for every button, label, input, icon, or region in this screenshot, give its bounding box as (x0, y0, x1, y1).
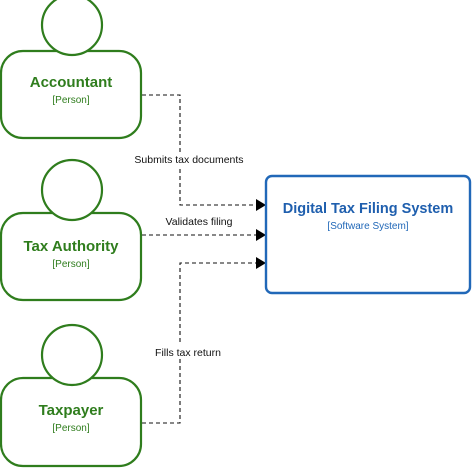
person-name: Taxpayer (39, 402, 104, 419)
edge-taxpayer-system (142, 257, 266, 424)
edge-label-validates: Validates filing (166, 216, 233, 228)
person-tax-authority[interactable]: Tax Authority [Person] (0, 158, 143, 302)
person-accountant[interactable]: Accountant [Person] (0, 0, 143, 140)
system-type: [Software System] (327, 221, 408, 232)
person-body (0, 376, 143, 468)
person-body (0, 211, 143, 302)
person-name: Tax Authority (23, 238, 119, 255)
arrowhead-taxpayer (256, 257, 266, 269)
person-taxpayer[interactable]: Taxpayer [Person] (0, 323, 143, 468)
edge-accountant-system (142, 94, 266, 211)
system-box (264, 174, 472, 295)
edge-label-fills: Fills tax return (155, 347, 221, 359)
system-name: Digital Tax Filing System (283, 201, 454, 217)
person-head-icon (40, 323, 104, 387)
edge-label-submits: Submits tax documents (134, 154, 243, 166)
person-head-icon (40, 0, 104, 57)
person-head-icon (40, 158, 104, 222)
arrowhead-taxauthority (256, 229, 266, 241)
person-type: [Person] (52, 259, 89, 270)
person-name: Accountant (30, 74, 113, 91)
person-type: [Person] (52, 95, 89, 106)
software-system-digital-tax-filing[interactable]: Digital Tax Filing System [Software Syst… (264, 174, 472, 295)
person-type: [Person] (52, 423, 89, 434)
arrowhead-accountant (256, 199, 266, 211)
edge-taxauthority-system (142, 229, 266, 241)
